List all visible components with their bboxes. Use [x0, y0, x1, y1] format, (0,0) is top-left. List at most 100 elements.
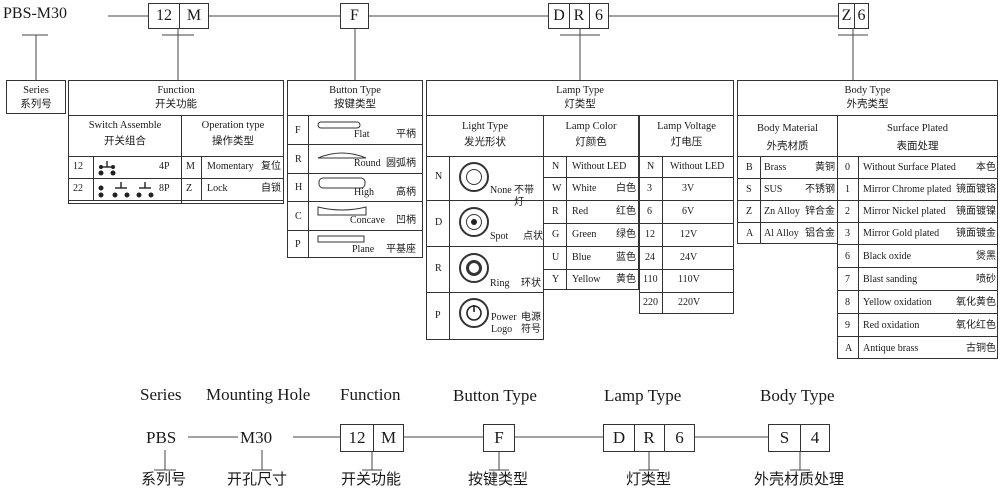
concave-button-icon: [317, 206, 367, 216]
lamp-color-table: Lamp Color 灯颜色 N Without LED W White 白色 …: [543, 115, 639, 290]
button-type-title-cn: 按键类型: [334, 99, 376, 110]
surface-label-0-cn: 本色: [976, 162, 996, 173]
voltage-value-110v: 110V: [678, 274, 700, 285]
bottom-caption-body-type: 外壳材质处理: [754, 472, 845, 488]
top-lamp-light: D: [553, 7, 565, 24]
top-function-digit: 12: [156, 7, 172, 24]
light-type-title-en: Light Type: [461, 121, 509, 132]
top-model-prefix: PBS-M30: [3, 5, 68, 22]
material-label-zn-alloy: Zn Alloy: [764, 206, 800, 217]
bottom-header-mounting-hole: Mounting Hole: [206, 385, 311, 404]
plane-button-icon: [317, 235, 365, 243]
surface-label-0: Without Surface Plated: [863, 162, 956, 173]
color-code-r: R: [552, 206, 559, 217]
color-code-n: N: [552, 161, 560, 172]
op-code-z: Z: [186, 183, 193, 194]
body-material-table: Body Material 外壳材质 B Brass 黄铜 S SUS 不锈钢 …: [737, 115, 838, 244]
light-label-power: Power: [491, 312, 517, 323]
body-type-header: Body Type 外壳类型: [737, 80, 998, 116]
light-code-n: N: [435, 171, 443, 182]
surface-label-7: Blast sanding: [863, 274, 918, 285]
button-label-round-cn: 圆弧柄: [386, 158, 416, 169]
switch-assemble-title-cn: 开关组合: [104, 136, 146, 147]
surface-code-0: 0: [845, 162, 850, 173]
bottom-series-code: PBS: [146, 428, 177, 447]
surface-label-9-cn: 氧化红色: [956, 320, 996, 331]
bottom-body-code: S 4: [768, 424, 830, 452]
material-code-a: A: [746, 228, 754, 239]
switch-poles-4p: 4P: [159, 161, 170, 172]
light-label-ring-cn: 环状: [521, 278, 541, 289]
op-label-lock-cn: 自锁: [261, 183, 281, 194]
surface-code-7: 7: [845, 274, 850, 285]
bottom-caption-lamp-type: 灯类型: [626, 472, 672, 488]
color-label-white: White: [572, 183, 597, 194]
lamp-type-title-en: Lamp Type: [556, 85, 604, 96]
lamp-type-header: Lamp Type 灯类型: [426, 80, 734, 116]
surface-label-3-cn: 镜面镀金: [956, 228, 996, 239]
switch-4p-icon: [98, 161, 116, 176]
lamp-type-title-cn: 灯类型: [564, 99, 596, 110]
surface-plated-table: Surface Plated 表面处理 0 Without Surface Pl…: [837, 115, 998, 359]
voltage-code-6: 6: [647, 206, 652, 217]
light-label-logo-cn: 符号: [521, 324, 541, 335]
surface-code-9: 9: [845, 320, 850, 331]
body-material-title-en: Body Material: [757, 123, 818, 134]
switch-code-12: 12: [73, 161, 83, 172]
color-label-yellow: Yellow: [572, 274, 601, 285]
op-label-momentary: Momentary: [207, 161, 254, 172]
bottom-lamp-voltage: 6: [675, 428, 684, 447]
bottom-header-lamp-type: Lamp Type: [604, 386, 682, 405]
top-lamp-code: D R 6: [548, 3, 609, 29]
surface-label-6-cn: 煲黑: [976, 251, 996, 262]
material-label-sus: SUS: [764, 184, 783, 195]
body-type-title-cn: 外壳类型: [846, 99, 889, 110]
bottom-lamp-color: R: [643, 428, 655, 447]
surface-label-8-cn: 氧化黄色: [956, 297, 996, 308]
top-body-surface: 6: [857, 7, 866, 24]
top-body-code: Z 6: [838, 3, 869, 29]
bottom-hole-code: M30: [240, 428, 273, 447]
color-code-y: Y: [552, 274, 560, 285]
top-body-material: Z: [841, 7, 852, 24]
color-label-red: Red: [572, 206, 589, 217]
material-code-s: S: [746, 184, 752, 195]
color-label-yellow-cn: 黄色: [616, 274, 636, 285]
bottom-body-surface: 4: [810, 428, 820, 447]
bottom-button-code: F: [483, 424, 515, 452]
surface-label-3: Mirror Gold plated: [863, 228, 940, 239]
light-code-d: D: [435, 217, 443, 228]
color-code-u: U: [552, 252, 560, 263]
high-button-icon: [318, 177, 366, 189]
ring-lamp-icon: [459, 253, 489, 283]
button-label-flat: Flat: [354, 129, 370, 140]
voltage-value-220v: 220V: [678, 297, 701, 308]
lamp-color-title-cn: 灯颜色: [575, 137, 607, 148]
power-logo-lamp-icon: [459, 298, 489, 328]
color-label-blue-cn: 蓝色: [616, 252, 636, 263]
surface-label-2: Mirror Nickel plated: [863, 206, 946, 217]
surface-label-2-cn: 镜面镀镍: [956, 206, 996, 217]
surface-code-a: A: [845, 343, 853, 354]
switch-assemble-title-en: Switch Assemble: [88, 120, 162, 131]
voltage-code-220: 220: [643, 297, 658, 308]
operation-type-title-cn: 操作类型: [212, 136, 254, 147]
surface-label-6: Black oxide: [863, 251, 912, 262]
light-type-title-cn: 发光形状: [464, 137, 506, 148]
surface-label-1: Mirror Chrome plated: [863, 184, 952, 195]
lamp-voltage-title-en: Lamp Voltage: [657, 121, 716, 132]
material-code-z: Z: [746, 206, 753, 217]
switch-poles-8p: 8P: [159, 183, 170, 194]
bottom-caption-button-type: 按键类型: [468, 472, 529, 488]
top-function-code: 12 M: [148, 3, 209, 29]
bottom-caption-series: 系列号: [141, 472, 187, 488]
surface-label-a: Antique brass: [863, 343, 919, 354]
color-code-g: G: [552, 229, 560, 240]
surface-label-8: Yellow oxidation: [863, 297, 932, 308]
light-type-table: Light Type 发光形状 N None 不带灯 D Spot 点状 R R…: [426, 115, 544, 340]
bottom-header-body-type: Body Type: [760, 386, 835, 405]
surface-label-7-cn: 喷砂: [976, 274, 996, 285]
button-label-plane-cn: 平基座: [386, 244, 416, 255]
color-label-blue: Blue: [572, 252, 591, 263]
button-label-high: High: [354, 187, 374, 198]
